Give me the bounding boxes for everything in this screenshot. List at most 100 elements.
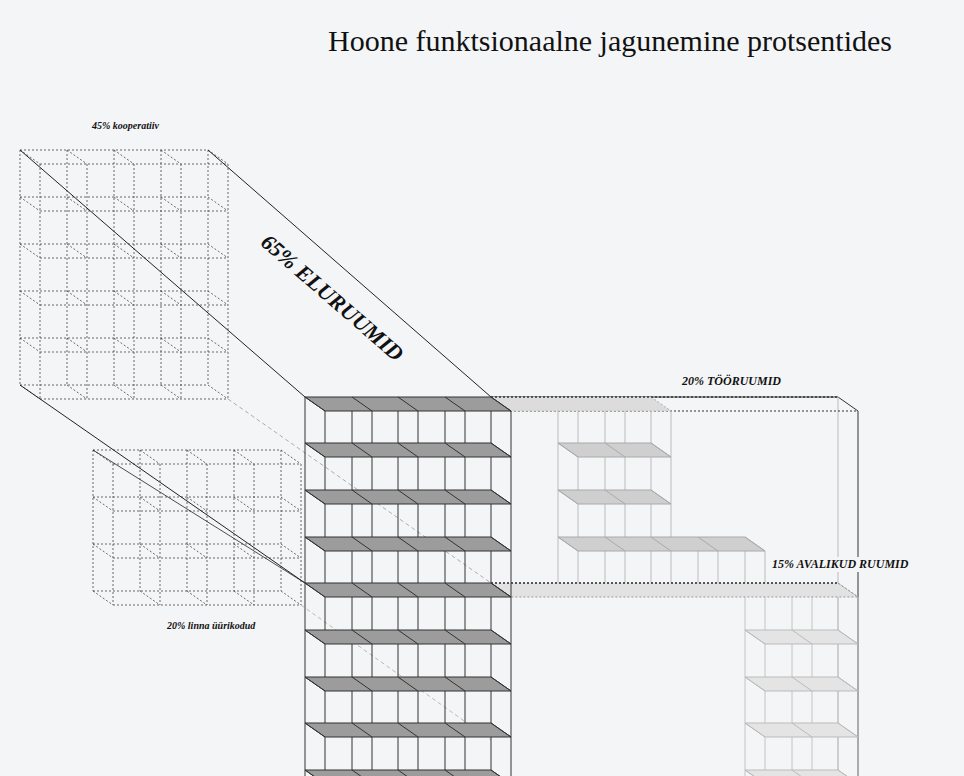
diagram-title: Hoone funktsionaalne jagunemine protsent… <box>328 24 892 58</box>
ghost-grid <box>67 150 68 385</box>
work-column <box>765 551 766 583</box>
public-column <box>858 597 859 776</box>
ghost-grid <box>281 450 282 591</box>
slab-edge <box>398 490 418 504</box>
ghost-grid <box>114 150 134 164</box>
slab-edge <box>491 583 511 597</box>
slab-edge <box>792 770 812 776</box>
slab-edge <box>605 490 625 504</box>
slab-edge <box>398 397 418 411</box>
ghost-grid <box>161 338 181 352</box>
slab-edge <box>352 443 372 457</box>
ghost-grid <box>281 497 301 511</box>
slab-edge <box>491 723 511 737</box>
ghost-grid <box>67 150 87 164</box>
ghost-grid <box>187 450 207 464</box>
slab-edge <box>491 630 511 644</box>
ghost-grid <box>93 544 113 558</box>
ghost-grid <box>114 197 134 211</box>
slab-edge <box>491 443 511 457</box>
slab-edge <box>445 397 465 411</box>
slab-edge <box>491 537 511 551</box>
group-label: 45% kooperatiiv <box>90 120 161 131</box>
ghost-grid <box>93 497 113 511</box>
slab-edge <box>838 723 858 737</box>
slab-edge <box>398 443 418 457</box>
ghost-grid <box>208 197 228 211</box>
slab-edge <box>745 677 765 691</box>
slab-edge <box>838 677 858 691</box>
slab-edge <box>398 537 418 551</box>
ghost-grid <box>114 150 115 385</box>
ghost-grid <box>114 338 134 352</box>
ghost-grid <box>254 464 255 605</box>
work-column <box>718 551 719 583</box>
slab-edge <box>352 723 372 737</box>
slab-edge <box>352 397 372 411</box>
slab-edge <box>445 770 465 776</box>
slab-edge <box>558 443 578 457</box>
ghost-grid <box>160 464 161 605</box>
ghost-grid <box>67 244 87 258</box>
ghost-grid <box>67 385 87 399</box>
ghost-grid <box>161 291 181 305</box>
slab-edge <box>305 677 325 691</box>
slab-edge <box>792 723 812 737</box>
ghost-grid <box>208 385 228 399</box>
slab-edge <box>398 770 418 776</box>
public-slab <box>745 723 858 737</box>
ghost-grid <box>208 150 209 385</box>
ghost-grid <box>228 164 229 399</box>
slab-edge <box>352 770 372 776</box>
slab-edge <box>792 630 812 644</box>
ghost-grid <box>187 544 207 558</box>
slab-edge <box>398 677 418 691</box>
slab-edge <box>445 537 465 551</box>
projection-line <box>301 605 491 740</box>
ghost-grid <box>140 450 141 591</box>
slab-edge <box>491 770 511 776</box>
projection-line <box>20 150 305 397</box>
projection-line <box>20 385 305 583</box>
slab-edge <box>745 770 765 776</box>
slab-edge <box>445 490 465 504</box>
slab-edge <box>305 443 325 457</box>
ghost-grid <box>161 197 181 211</box>
ghost-grid <box>181 164 182 399</box>
public-slab <box>745 770 858 776</box>
ghost-grid <box>234 497 254 511</box>
ghost-grid <box>20 197 40 211</box>
ghost-grid <box>87 164 88 399</box>
slab-edge <box>651 490 671 504</box>
ghost-grid <box>208 291 228 305</box>
housing-slab <box>305 630 511 644</box>
slab-edge <box>445 677 465 691</box>
slab-edge <box>352 677 372 691</box>
ghost-grid <box>93 591 113 605</box>
ghost-grid <box>161 150 181 164</box>
slab-edge <box>491 677 511 691</box>
slab-edge <box>605 443 625 457</box>
housing-slab <box>305 677 511 691</box>
ghost-grid <box>281 591 301 605</box>
section-label: 15% AVALIKUD RUUMID <box>770 557 910 572</box>
slab-edge <box>305 537 325 551</box>
housing-slab <box>305 537 511 551</box>
slab-edge <box>352 630 372 644</box>
work-slab <box>491 397 671 411</box>
public-slab <box>491 583 858 597</box>
projection-line <box>208 150 491 397</box>
slab-edge <box>305 630 325 644</box>
ghost-grid <box>161 150 162 385</box>
housing-slab <box>305 723 511 737</box>
outline <box>491 582 838 583</box>
slab-edge <box>398 583 418 597</box>
ghost-grid <box>281 450 301 464</box>
ghost-grid <box>67 291 87 305</box>
slab-edge <box>445 443 465 457</box>
group-label: 20% linna üürikodud <box>165 620 257 631</box>
slab-edge <box>445 583 465 597</box>
public-slab <box>745 630 858 644</box>
ghost-grid <box>234 591 254 605</box>
